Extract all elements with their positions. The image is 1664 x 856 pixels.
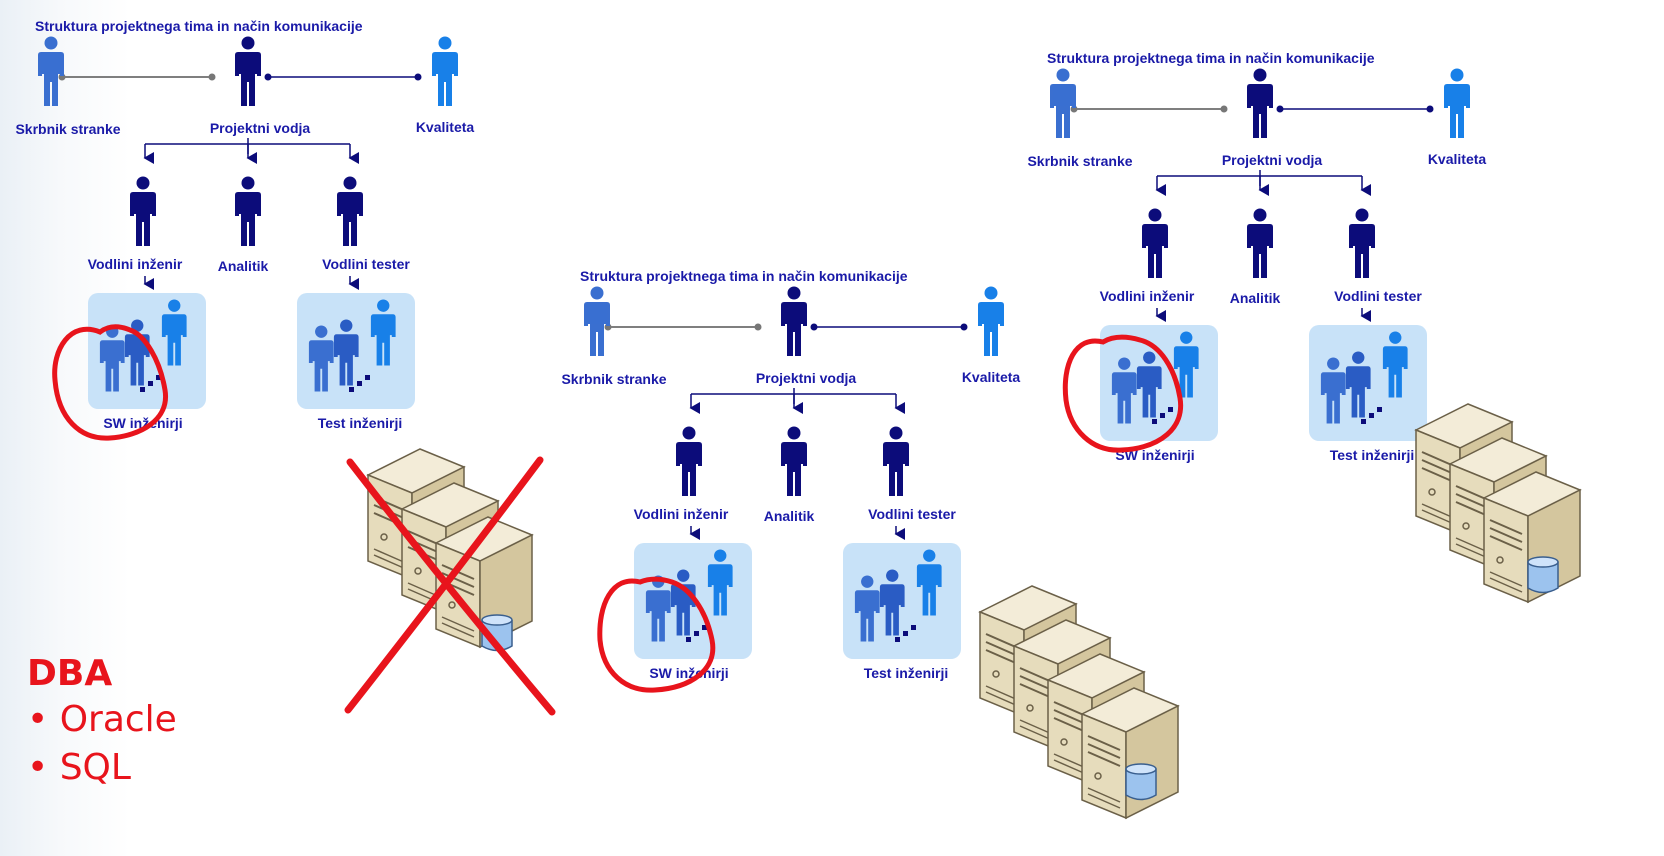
dba-heading: DBA xyxy=(27,653,113,694)
connector-lines xyxy=(1070,105,1434,322)
quality-person-icon xyxy=(976,286,1006,363)
lead-engineer-person-icon xyxy=(128,176,158,253)
role-label-project-manager: Projektni vodja xyxy=(209,120,311,136)
lead-engineer-person-icon xyxy=(1140,208,1170,285)
role-label-quality: Kvaliteta xyxy=(961,369,1021,385)
circle-mark xyxy=(52,324,168,441)
dba-item-oracle: • Oracle xyxy=(27,699,177,740)
role-label-client: Skrbnik stranke xyxy=(1027,153,1133,169)
role-label-lead-engineer: Vodlini inženir xyxy=(1099,288,1195,304)
connector-lines xyxy=(58,73,422,290)
role-label-client: Skrbnik stranke xyxy=(561,371,667,387)
diagram-title: Struktura projektnega tima in način komu… xyxy=(580,268,908,284)
role-label-test-engineers: Test inženirji xyxy=(317,415,403,431)
project-manager-person-icon xyxy=(233,36,263,113)
lead-engineer-person-icon xyxy=(674,426,704,503)
role-label-quality: Kvaliteta xyxy=(1427,151,1487,167)
test-engineers-group-icon xyxy=(297,293,415,409)
quality-person-icon xyxy=(430,36,460,113)
dba-item-label: SQL xyxy=(59,747,131,788)
team-structure-diagram-left: Struktura projektnega tima in način komu… xyxy=(0,18,480,458)
cross-out-mark xyxy=(344,456,544,714)
lead-tester-person-icon xyxy=(881,426,911,503)
quality-person-icon xyxy=(1442,68,1472,145)
role-label-project-manager: Projektni vodja xyxy=(1221,152,1323,168)
client-person-icon xyxy=(36,36,66,113)
role-label-lead-engineer: Vodlini inženir xyxy=(87,256,183,272)
database-icon xyxy=(1124,762,1158,807)
role-label-lead-engineer: Vodlini inženir xyxy=(633,506,729,522)
analyst-person-icon xyxy=(233,176,263,253)
role-label-analyst: Analitik xyxy=(1229,290,1281,306)
role-label-analyst: Analitik xyxy=(217,258,269,274)
role-label-quality: Kvaliteta xyxy=(415,119,475,135)
role-label-lead-tester: Vodlini tester xyxy=(322,256,410,272)
dba-item-label: Oracle xyxy=(59,699,177,740)
role-label-project-manager: Projektni vodja xyxy=(755,370,857,386)
server-icon xyxy=(1074,684,1186,829)
dba-item-sql: • SQL xyxy=(27,747,131,788)
role-label-lead-tester: Vodlini tester xyxy=(1334,288,1422,304)
database-icon xyxy=(1526,555,1560,600)
role-label-lead-tester: Vodlini tester xyxy=(868,506,956,522)
cross-out-mark xyxy=(346,458,556,716)
role-label-client: Skrbnik stranke xyxy=(15,121,121,137)
diagram-title: Struktura projektnega tima in način komu… xyxy=(1047,50,1375,66)
role-label-sw-engineers: SW inženirji xyxy=(103,415,183,431)
lead-tester-person-icon xyxy=(335,176,365,253)
client-person-icon xyxy=(582,286,612,363)
analyst-person-icon xyxy=(779,426,809,503)
circle-mark xyxy=(597,576,716,693)
circle-mark xyxy=(1062,334,1184,453)
role-label-analyst: Analitik xyxy=(763,508,815,524)
sw-engineers-group-icon xyxy=(88,293,206,409)
project-manager-person-icon xyxy=(779,286,809,363)
project-manager-person-icon xyxy=(1245,68,1275,145)
sw-engineers-group-icon xyxy=(1100,325,1218,441)
team-structure-diagram-right: Struktura projektnega tima in način komu… xyxy=(1012,50,1492,490)
role-label-sw-engineers: SW inženirji xyxy=(649,665,729,681)
lead-tester-person-icon xyxy=(1347,208,1377,285)
role-label-test-engineers: Test inženirji xyxy=(863,665,949,681)
test-engineers-group-icon xyxy=(1309,325,1427,441)
dba-note: DBA • Oracle • SQL xyxy=(27,652,177,792)
test-engineers-group-icon xyxy=(843,543,961,659)
team-structure-diagram-middle: Struktura projektnega tima in način komu… xyxy=(546,268,1026,708)
role-label-test-engineers: Test inženirji xyxy=(1329,447,1415,463)
diagram-title: Struktura projektnega tima in način komu… xyxy=(35,18,363,34)
client-person-icon xyxy=(1048,68,1078,145)
analyst-person-icon xyxy=(1245,208,1275,285)
